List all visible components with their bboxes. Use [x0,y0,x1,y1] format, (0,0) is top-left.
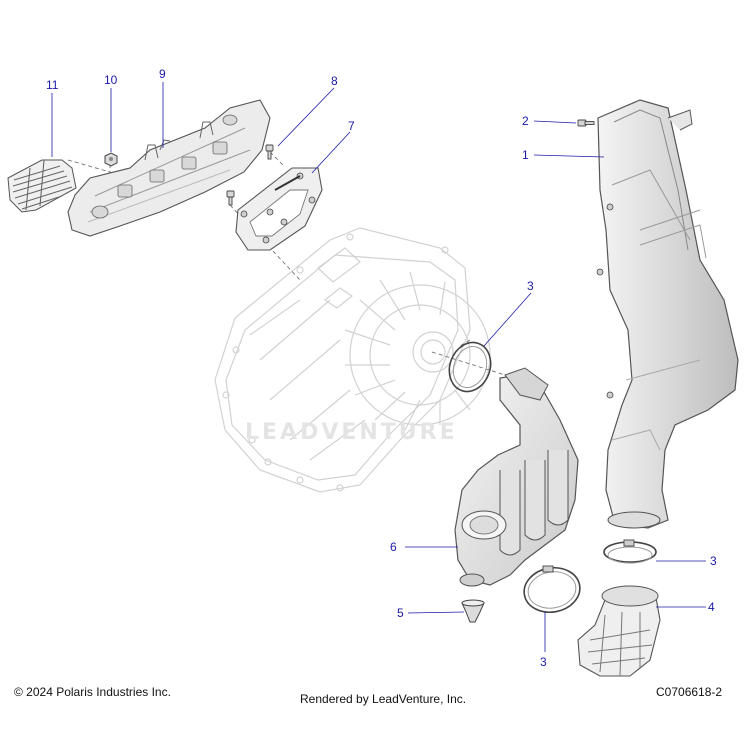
rendered-by-text: Rendered by LeadVenture, Inc. [300,692,467,706]
part-1-intake-duct [596,99,739,529]
callout-5: 5 [397,606,404,620]
callout-6: 6 [390,540,397,554]
part-2-screw [577,119,595,127]
part-9-cover [67,99,271,237]
copyright-text: © 2024 Polaris Industries Inc. [14,685,171,699]
part-4-boot [577,585,661,677]
part-7-bracket [235,167,323,251]
callout-3-upper: 3 [527,279,534,293]
callout-2: 2 [522,114,529,128]
callout-4: 4 [708,600,715,614]
part-11-heat-shield [7,159,77,213]
part-6-intake-tube [454,367,579,587]
part-3-clamps [448,341,657,614]
callout-leaders [51,82,706,652]
diagram-id: C0706618-2 [656,685,723,699]
callout-9: 9 [159,67,166,81]
callout-11: 11 [46,78,59,92]
callout-7: 7 [348,119,355,133]
callout-3-right: 3 [710,554,717,568]
callout-3-lower: 3 [540,655,547,669]
part-5-plug [461,599,485,623]
watermark: LEADVENTURE [245,420,458,445]
callout-10: 10 [104,73,118,87]
part-8-bolt [226,144,274,206]
clutch-cover-ghost [214,227,491,493]
callout-8: 8 [331,74,338,88]
callout-1: 1 [522,148,529,162]
part-10-nut [104,152,118,167]
